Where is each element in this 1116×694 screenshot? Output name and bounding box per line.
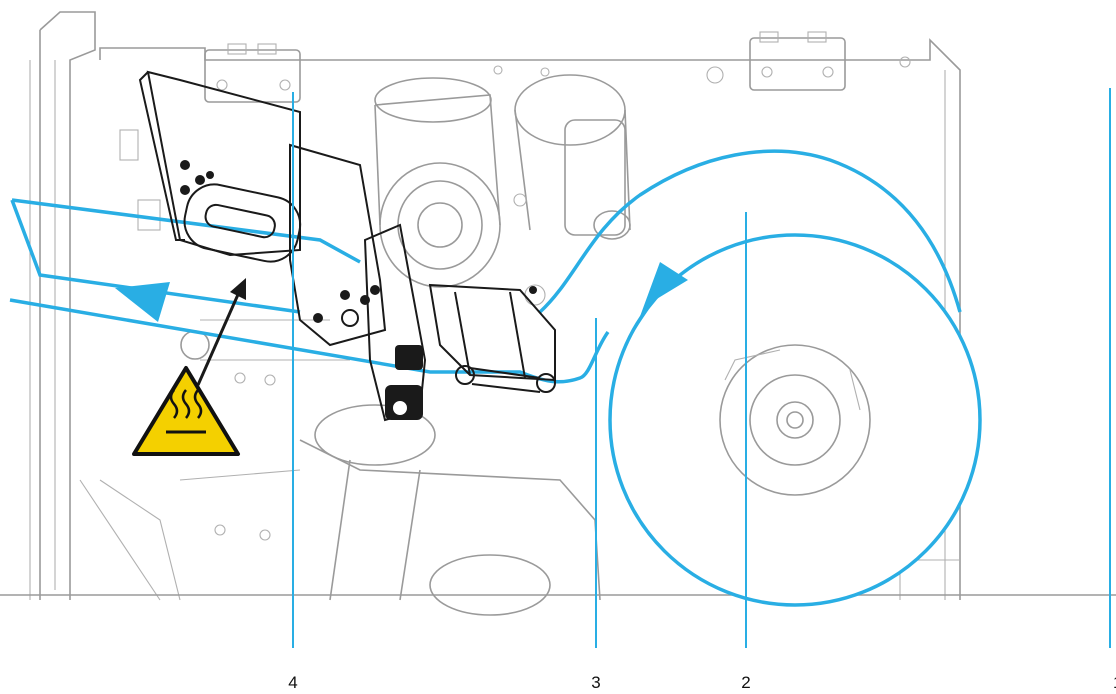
callout-lines [292,88,1111,648]
printer-mechanism [0,11,1116,616]
media-path [9,149,962,384]
callout-label-2: 2 [741,673,750,692]
feed-direction-arrow [115,282,170,322]
callout-labels: 4 3 2 1 [288,673,1116,692]
roll-direction-arrow [635,262,688,330]
callout-label-1: 1 [1113,673,1116,692]
hot-surface-warning-icon [132,366,240,456]
callout-label-3: 3 [591,673,600,692]
callout-label-4: 4 [288,673,297,692]
media-roll [608,233,982,607]
printhead-assembly [138,70,556,422]
